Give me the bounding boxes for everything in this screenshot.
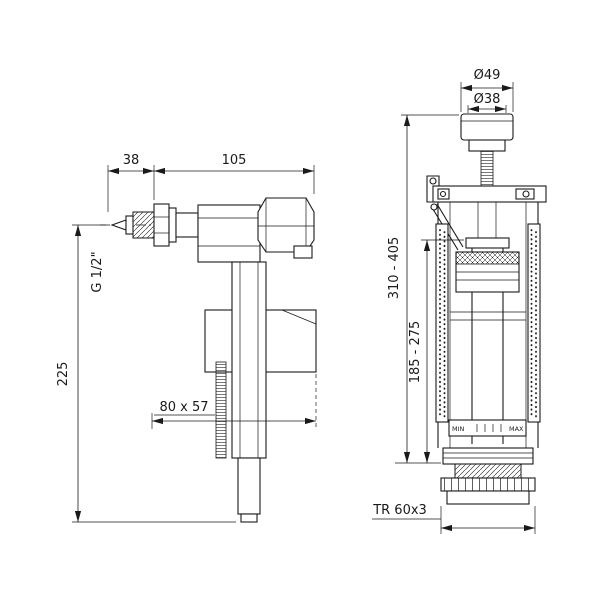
- button-cap: [460, 113, 514, 141]
- dim-label-225: 225: [56, 362, 71, 387]
- button-collar: [468, 139, 506, 152]
- backnut-knurl: [441, 478, 535, 491]
- flush-valve-height-dimensions: 310 - 405 185 - 275: [387, 114, 464, 464]
- dim-label-38: 38: [123, 153, 140, 168]
- float-lock-hatch: [455, 251, 520, 265]
- side-rail-right: [527, 223, 541, 423]
- dia-38-label: Ø38: [474, 92, 501, 107]
- cap-outlet-tab: [293, 245, 313, 259]
- fill-valve-body: [197, 197, 315, 263]
- float-dimension: 80 x 57: [151, 374, 317, 429]
- flush-valve-figure: Ø49 Ø38: [372, 68, 547, 534]
- max-label: MAX: [509, 425, 524, 433]
- frame-screw: [439, 190, 447, 198]
- seal-gasket: [442, 447, 534, 465]
- flush-valve-body: [435, 202, 541, 448]
- scale-band: [448, 419, 527, 437]
- inlet-hex-nut: [153, 203, 170, 247]
- float-size-label: 80 x 57: [159, 400, 208, 415]
- dia-49-label: Ø49: [474, 68, 501, 83]
- latch-pivot: [430, 203, 438, 211]
- inlet-washer: [168, 207, 177, 243]
- height-range-label: 310 - 405: [387, 237, 402, 300]
- fill-valve-figure: 38 105 225 G 1/2" 80 x 57: [56, 153, 317, 523]
- min-label: MIN: [452, 425, 465, 433]
- overflow-tube-top: [465, 237, 510, 249]
- flush-valve-base: [440, 447, 536, 505]
- inlet-needle-tip: [110, 219, 127, 231]
- side-rail-left: [435, 223, 449, 423]
- push-button: [460, 113, 514, 187]
- diaphragm-cap: [257, 197, 315, 253]
- inlet-pipe: [175, 212, 199, 238]
- fill-valve-top-dimensions: 38 105: [107, 153, 315, 212]
- fill-valve-column: [231, 261, 267, 523]
- inlet-collar: [125, 215, 134, 235]
- backnut-lower: [446, 490, 530, 505]
- thread-size-label: G 1/2": [90, 251, 105, 292]
- tr-thread-dimension: TR 60x3: [372, 503, 536, 534]
- latch-hook: [426, 175, 440, 203]
- thread-tr-label: TR 60x3: [372, 503, 427, 518]
- fill-valve-left-dimensions: 225 G 1/2": [56, 224, 236, 523]
- column-foot: [240, 513, 258, 523]
- column-body: [231, 261, 267, 459]
- overflow-tube-assembly: [450, 237, 526, 444]
- flush-valve-top-dimensions: Ø49 Ø38: [460, 68, 514, 113]
- valve-body-block: [197, 204, 261, 263]
- min-max-scale: MIN MAX: [448, 419, 527, 437]
- fill-valve-inlet: [110, 203, 199, 247]
- frame-screw: [522, 190, 530, 198]
- float-shoulder-line: [281, 309, 317, 325]
- latch-pivot: [429, 177, 437, 185]
- dim-label-105: 105: [222, 153, 247, 168]
- adjusting-rod: [215, 361, 227, 459]
- column-lower-tube: [237, 457, 261, 515]
- tube-height-range-label: 185 - 275: [408, 321, 423, 384]
- button-threaded-rod: [480, 150, 494, 187]
- inlet-thread: [132, 211, 155, 239]
